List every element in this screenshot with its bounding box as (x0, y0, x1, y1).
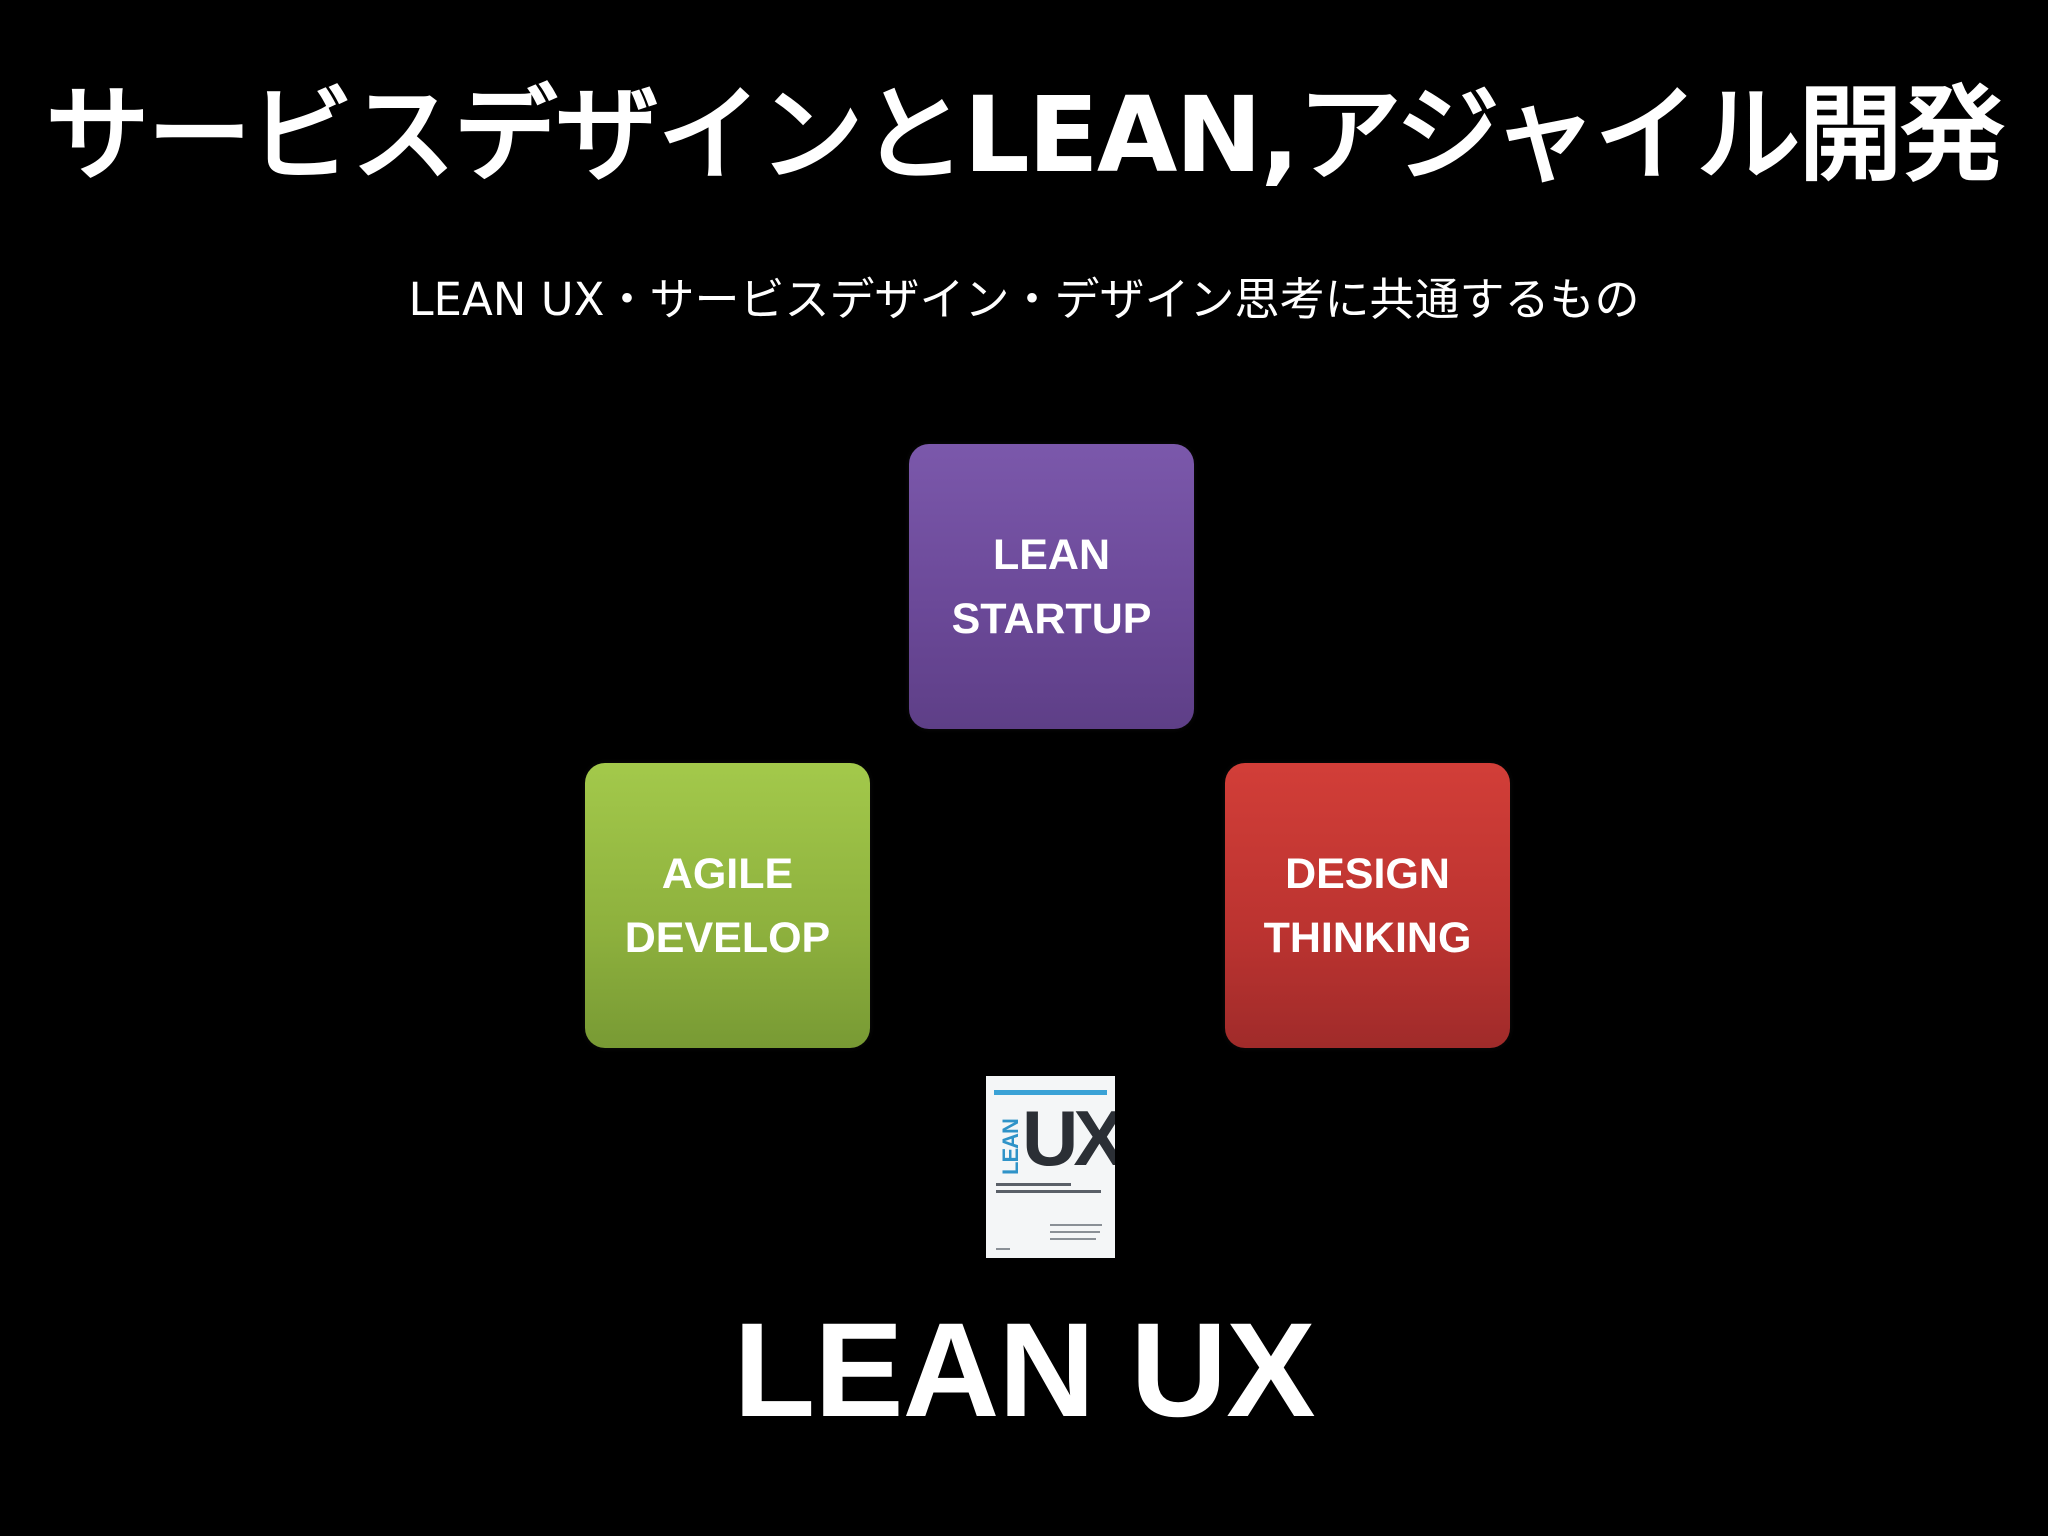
book-title-main: UX (1022, 1094, 1115, 1182)
node-design-thinking-line-1: DESIGN (1285, 849, 1450, 898)
lean-ux-book-cover: LEAN UX (986, 1076, 1115, 1258)
footer-label: LEAN UX (733, 1296, 1315, 1445)
slide-subtitle: LEAN UX・サービスデザイン・デザイン思考に共通するもの (408, 273, 1640, 326)
book-author-line (1050, 1231, 1100, 1233)
node-design-thinking: DESIGN THINKING (1225, 763, 1510, 1048)
node-agile-develop: AGILE DEVELOP (585, 763, 870, 1048)
node-lean-startup-line-1: LEAN (992, 530, 1111, 579)
node-agile-develop-line-1: AGILE (661, 849, 794, 898)
node-agile-develop-line-2: DEVELOP (624, 913, 831, 962)
node-lean-startup-line-2: STARTUP (951, 594, 1152, 643)
book-author-line (1050, 1224, 1102, 1226)
book-publisher-line (996, 1248, 1010, 1250)
node-design-thinking-line-2: THINKING (1263, 913, 1472, 962)
slide-title: サービスデザインとLEAN,アジャイル開発 (45, 74, 2005, 196)
book-title-vertical: LEAN (998, 1119, 1023, 1175)
book-subtitle-line (996, 1190, 1101, 1193)
book-accent-stripe (994, 1090, 1107, 1095)
book-author-line (1050, 1238, 1096, 1240)
book-subtitle-line (996, 1183, 1071, 1186)
node-lean-startup: LEAN STARTUP (909, 444, 1194, 729)
